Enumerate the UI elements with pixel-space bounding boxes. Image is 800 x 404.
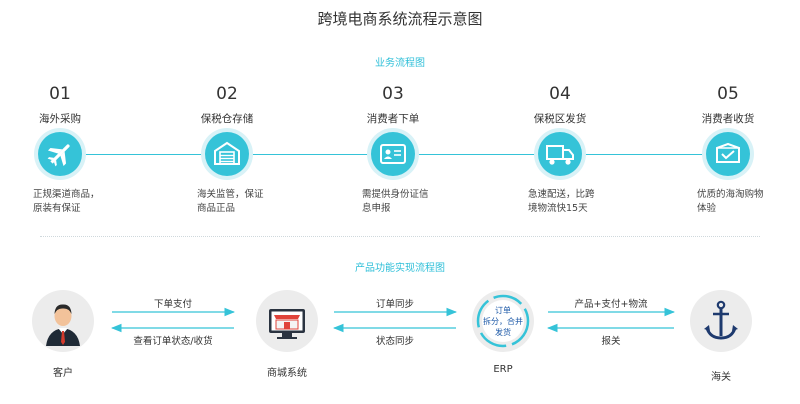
flow-label-backward: 报关 (601, 336, 621, 347)
flow-label-forward: 订单同步 (375, 299, 414, 310)
step-number: 02 (216, 84, 238, 104)
actor-label-customs: 海关 (711, 372, 731, 383)
step-description: 正规渠道商品，原装有保证 (33, 189, 100, 214)
flow-label-forward: 下单支付 (153, 299, 192, 310)
flow-label-backward: 查看订单状态/收货 (133, 336, 213, 347)
section-title-business-flow: 业务流程图 (375, 58, 425, 69)
section-divider (40, 236, 760, 237)
step-description: 优质的海淘购物体验 (697, 189, 764, 214)
truck-icon (538, 132, 582, 176)
step-number: 04 (549, 84, 571, 104)
section-title-product-flow: 产品功能实现流程图 (355, 263, 445, 274)
page-title: 跨境电商系统流程示意图 (317, 10, 483, 28)
step-name: 消费者下单 (366, 113, 420, 125)
step-description: 海关监管，保证商品正品 (197, 189, 264, 214)
step-number: 03 (382, 84, 404, 104)
flow-label-backward: 状态同步 (375, 336, 414, 347)
customer-icon (32, 290, 94, 352)
flow-label-forward: 产品+支付+物流 (574, 299, 648, 310)
erp-inner-text: 订单 拆分，合并 发货 (483, 306, 523, 337)
step-number: 05 (717, 84, 739, 104)
step-name: 保税区发货 (533, 113, 587, 125)
actor-label-erp: ERP (493, 364, 513, 375)
storefront-icon (256, 290, 318, 352)
step-name: 海外采购 (39, 113, 81, 125)
actor-label-customer: 客户 (53, 368, 73, 379)
warehouse-icon (205, 132, 249, 176)
step-name: 保税仓存储 (200, 113, 254, 125)
actor-label-store: 商城系统 (267, 368, 307, 379)
step-number: 01 (49, 84, 71, 104)
step-name: 消费者收货 (701, 113, 755, 125)
step-description: 需提供身份证信息申报 (362, 189, 429, 214)
erp-icon: 订单 拆分，合并 发货 (472, 290, 534, 352)
id-card-icon (371, 132, 415, 176)
package-icon (706, 132, 750, 176)
step-description: 急速配送，比跨境物流快15天 (528, 189, 595, 214)
airplane-icon (38, 132, 82, 176)
anchor-icon (690, 290, 752, 352)
